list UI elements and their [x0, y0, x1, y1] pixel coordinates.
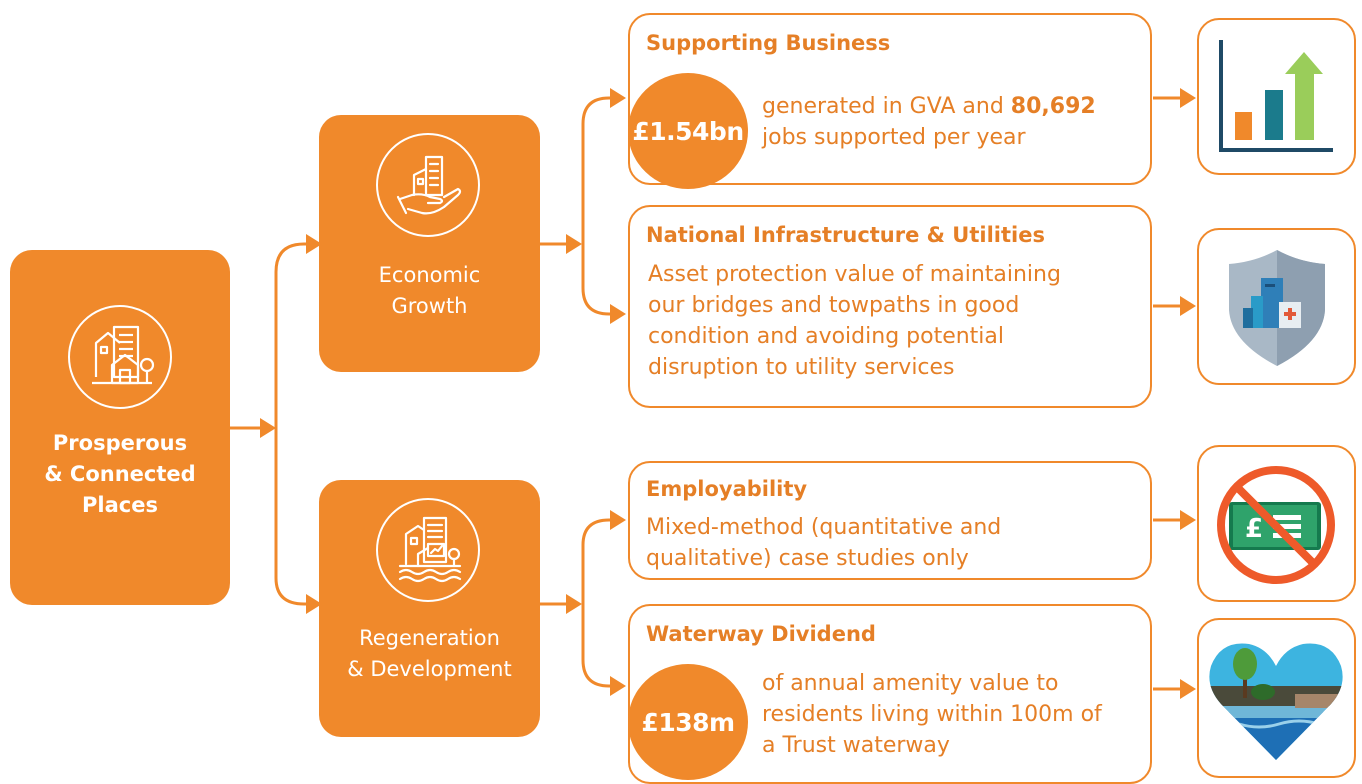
- national-infrastructure-line3: condition and avoiding potential: [648, 324, 1005, 349]
- waterway-dividend-line1: of annual amenity value to: [762, 671, 1059, 696]
- waterway-dividend-line3: a Trust waterway: [762, 733, 950, 758]
- economic-growth-line2: Growth: [391, 294, 468, 318]
- employability-title: Employability: [646, 477, 808, 501]
- no-money-icon: £: [1197, 445, 1356, 602]
- employability-line2: qualitative) case studies only: [646, 546, 969, 571]
- hand-building-icon: [376, 133, 480, 237]
- employability-line1: Mixed-method (quantitative and: [646, 515, 1002, 540]
- supporting-business-text-prefix: generated in GVA and: [762, 94, 1011, 119]
- root-title-line3: Places: [82, 493, 158, 517]
- supporting-business-value: £1.54bn: [628, 73, 748, 189]
- bar-chart-growth-icon: [1197, 18, 1356, 175]
- national-infrastructure-card: National Infrastructure & Utilities Asse…: [628, 205, 1152, 408]
- national-infrastructure-text: Asset protection value of maintaining ou…: [648, 259, 1148, 383]
- economic-growth-node: Economic Growth: [319, 115, 540, 372]
- regeneration-node: Regeneration & Development: [319, 480, 540, 737]
- supporting-business-title: Supporting Business: [646, 31, 891, 55]
- employability-text: Mixed-method (quantitative and qualitati…: [646, 512, 1146, 574]
- root-node: Prosperous & Connected Places: [10, 250, 230, 605]
- waterway-dividend-card: Waterway Dividend £138m of annual amenit…: [628, 604, 1152, 784]
- root-title-line2: & Connected: [44, 462, 196, 486]
- regeneration-line1: Regeneration: [359, 626, 500, 650]
- supporting-business-text-suffix: jobs supported per year: [762, 125, 1026, 150]
- shield-buildings-icon: [1197, 228, 1356, 385]
- waterfront-buildings-icon: [376, 498, 480, 602]
- economic-growth-line1: Economic: [378, 263, 481, 287]
- supporting-business-card: Supporting Business £1.54bn generated in…: [628, 13, 1152, 189]
- national-infrastructure-line2: our bridges and towpaths in good: [648, 293, 1020, 318]
- waterway-dividend-title: Waterway Dividend: [646, 622, 876, 646]
- heart-waterway-icon: [1197, 618, 1356, 778]
- supporting-business-jobs: 80,692: [1010, 94, 1096, 119]
- waterway-dividend-text: of annual amenity value to residents liv…: [762, 668, 1147, 761]
- national-infrastructure-title: National Infrastructure & Utilities: [646, 223, 1045, 247]
- national-infrastructure-line1: Asset protection value of maintaining: [648, 262, 1061, 287]
- waterway-dividend-value: £138m: [628, 664, 748, 780]
- supporting-business-text: generated in GVA and 80,692 jobs support…: [762, 91, 1142, 153]
- buildings-icon: [68, 305, 172, 409]
- svg-text:£: £: [1245, 514, 1263, 544]
- regeneration-line2: & Development: [347, 657, 512, 681]
- national-infrastructure-line4: disruption to utility services: [648, 355, 955, 380]
- employability-card: Employability Mixed-method (quantitative…: [628, 461, 1152, 580]
- waterway-dividend-line2: residents living within 100m of: [762, 702, 1102, 727]
- root-title-line1: Prosperous: [52, 431, 188, 455]
